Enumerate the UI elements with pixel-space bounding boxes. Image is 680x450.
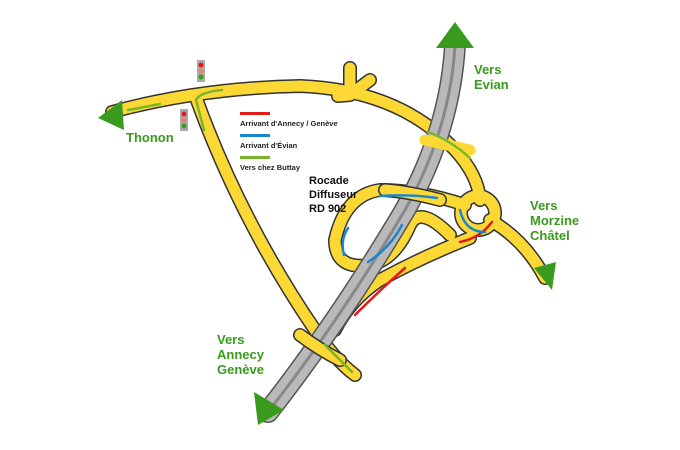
route-annecy-line-1 bbox=[353, 266, 407, 317]
route-evian-line-1 bbox=[378, 194, 439, 200]
label-vers-annecy: Vers Annecy Genève bbox=[217, 332, 264, 377]
legend-swatch-red bbox=[240, 112, 270, 115]
label-vers-morzine: Vers Morzine Châtel bbox=[530, 198, 579, 243]
legend-label: Vers chez Buttay bbox=[240, 163, 301, 172]
label-line: Vers bbox=[217, 332, 245, 347]
route-buttay-line-4 bbox=[323, 343, 354, 374]
legend-label: Arrivant d'Annecy / Genève bbox=[240, 119, 338, 128]
route-evian-line-3 bbox=[341, 226, 350, 257]
label-line: Vers bbox=[530, 198, 558, 213]
label-line: Vers bbox=[474, 62, 502, 77]
legend-swatch-blue bbox=[240, 134, 270, 137]
route-buttay-line-2 bbox=[194, 88, 224, 132]
label-thonon: Thonon bbox=[126, 130, 174, 145]
arrow-thonon-icon bbox=[98, 100, 124, 130]
arrow-morzine-icon bbox=[534, 262, 556, 290]
route-buttay-line-1 bbox=[126, 102, 162, 112]
arrow-annecy-icon bbox=[254, 392, 284, 425]
label-line: Morzine bbox=[530, 213, 580, 228]
route-annecy-line-2 bbox=[458, 220, 494, 244]
traffic-light-icon bbox=[180, 60, 205, 131]
label-rocade: Rocade Diffuseur RD 902 bbox=[309, 174, 357, 216]
label-line: Diffuseur bbox=[309, 189, 358, 201]
label-line: Evian bbox=[474, 77, 509, 92]
route-evian-line-2 bbox=[366, 223, 404, 264]
label-line: Châtel bbox=[530, 228, 570, 243]
label-line: RD 902 bbox=[309, 203, 347, 215]
route-evian-line-4 bbox=[458, 208, 487, 234]
arrow-evian-icon bbox=[436, 22, 474, 48]
legend-swatch-green bbox=[240, 156, 270, 159]
legend-label: Arrivant d'Évian bbox=[240, 141, 298, 150]
label-line: Annecy bbox=[217, 347, 264, 362]
route-buttay-line-3 bbox=[426, 130, 472, 160]
label-line: Genève bbox=[217, 362, 264, 377]
label-vers-evian: Vers Evian bbox=[474, 62, 509, 92]
label-line: Rocade bbox=[309, 175, 349, 187]
